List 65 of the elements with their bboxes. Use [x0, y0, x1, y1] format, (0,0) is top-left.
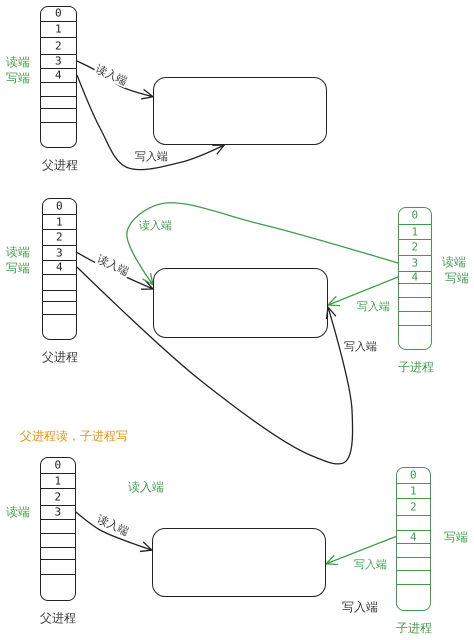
process-label: 父进程 [42, 158, 78, 172]
table-row [398, 270, 432, 283]
fd-table [42, 198, 77, 340]
fd-table [396, 467, 431, 611]
end-label: 读端 [6, 505, 30, 520]
fd-number: 0 [54, 8, 63, 19]
fd-table [40, 6, 77, 148]
fd-number: 2 [409, 501, 418, 512]
fd-number: 4 [409, 531, 418, 542]
fd-number: 0 [55, 200, 64, 212]
fd-number: 4 [54, 70, 63, 81]
end-label: 读端 [6, 55, 30, 70]
process-label: 父进程 [40, 611, 76, 626]
fd-table [398, 207, 432, 350]
fd-number: 1 [54, 24, 63, 35]
fd-number: 0 [410, 210, 420, 221]
table-row [396, 530, 431, 543]
end-label: 写端 [445, 271, 469, 286]
fd-number: 3 [54, 506, 62, 518]
edge-label: 写入端 [356, 300, 391, 314]
port-label: 读入端 [128, 480, 164, 494]
edge-label: 写入端 [353, 558, 388, 572]
edge-label: 读入端 [92, 62, 130, 88]
pipe-buffer [153, 268, 328, 338]
fd-number: 0 [409, 469, 418, 480]
fd-number: 1 [409, 485, 418, 496]
end-label: 写端 [444, 530, 468, 544]
arrow [76, 74, 225, 170]
fd-number: 2 [54, 491, 62, 502]
process-label: 父进程 [42, 350, 78, 364]
edge-label: 写入端 [134, 150, 169, 164]
section-heading: 父进程读，子进程写 [20, 429, 128, 444]
fd-number: 2 [410, 242, 420, 253]
fd-number: 2 [54, 40, 63, 52]
fd-number: 1 [54, 475, 62, 486]
table-row [40, 504, 76, 519]
fd-number: 3 [54, 56, 63, 67]
end-label: 读端 [6, 245, 30, 260]
fd-number: 1 [55, 216, 64, 228]
arrow [325, 536, 396, 566]
process-label: 子进程 [396, 621, 432, 636]
table-row [40, 54, 77, 68]
fd-number: 4 [410, 272, 420, 283]
table-row [42, 244, 77, 260]
pipe-buffer [153, 77, 327, 145]
fd-number: 3 [410, 258, 420, 269]
pipe-buffer [152, 528, 326, 597]
fd-number: 3 [55, 247, 64, 258]
arrow [327, 276, 398, 306]
edge-label: 写入端 [343, 340, 378, 354]
arrow [126, 202, 398, 286]
fd-number: 4 [55, 262, 64, 273]
arrow [76, 512, 153, 552]
edge-label: 读入端 [138, 219, 173, 232]
end-label: 读端 [442, 255, 466, 270]
fd-table [40, 457, 76, 601]
end-label: 写端 [6, 71, 30, 86]
fd-number: 0 [54, 459, 62, 470]
process-label: 子进程 [398, 360, 434, 374]
arrow [76, 266, 354, 465]
edge-label: 读入端 [94, 252, 132, 279]
port-label: 写入端 [342, 600, 378, 614]
end-label: 写端 [6, 261, 30, 276]
fd-number: 2 [55, 232, 64, 243]
fd-number: 1 [410, 226, 420, 238]
